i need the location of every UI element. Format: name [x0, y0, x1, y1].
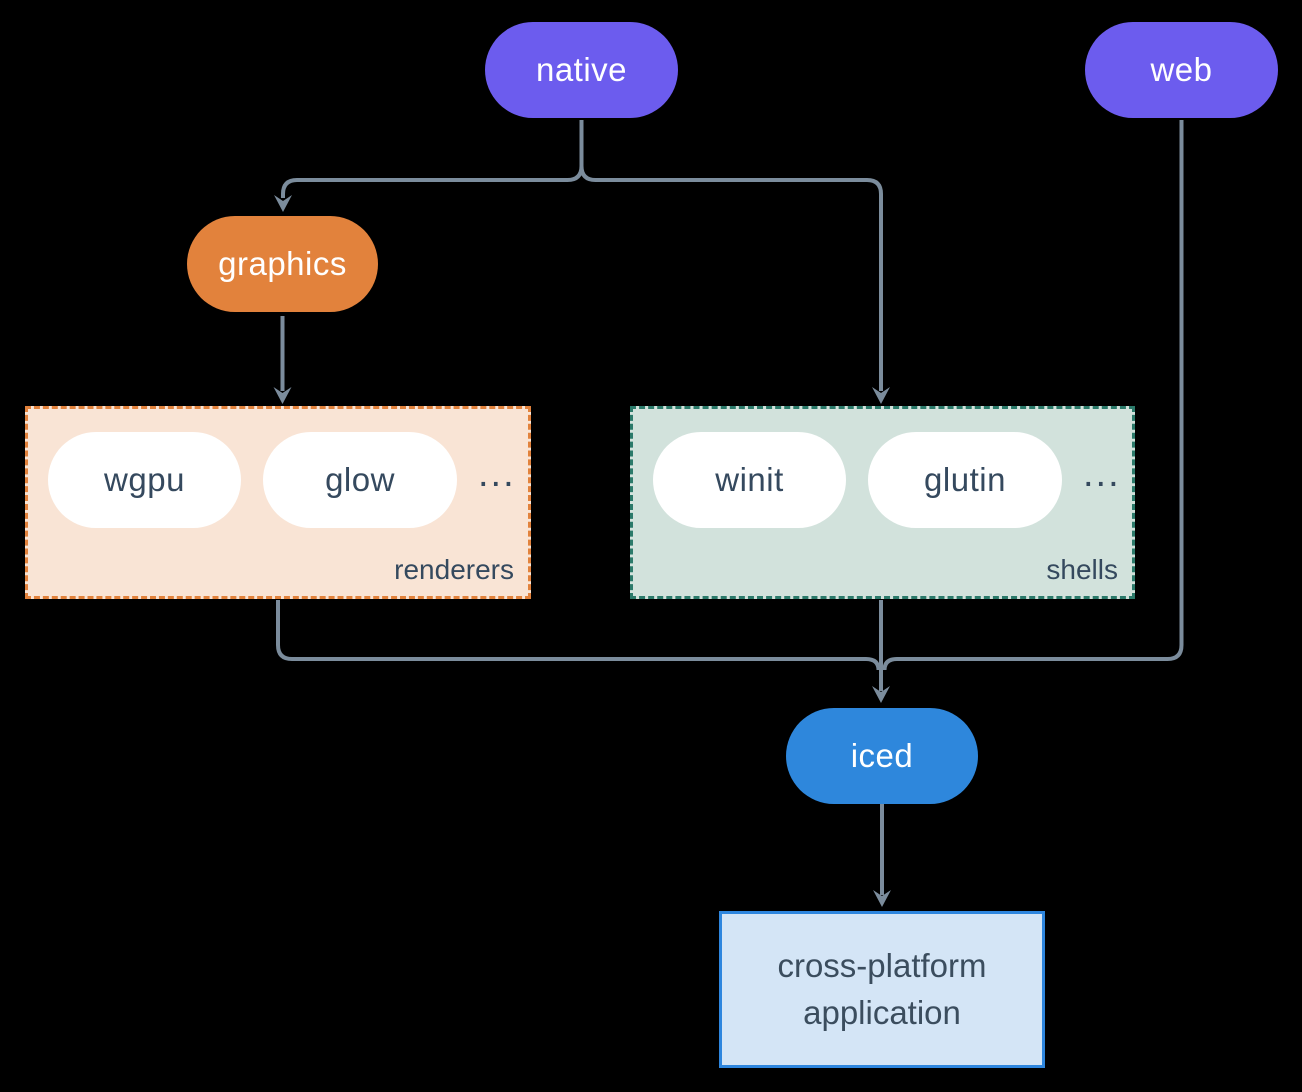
arrowhead-renderers: [273, 387, 292, 404]
group-shells: winit glutin ... shells: [630, 406, 1135, 599]
node-web: web: [1085, 22, 1278, 118]
group-renderers: wgpu glow ... renderers: [25, 406, 531, 599]
shells-group-label: shells: [1046, 554, 1118, 585]
node-native: native: [485, 22, 678, 118]
arrowhead-shells: [872, 387, 890, 404]
node-glutin: glutin: [868, 432, 1062, 528]
node-glow: glow: [263, 432, 457, 528]
node-winit: winit: [653, 432, 846, 528]
arrowhead-iced: [872, 686, 890, 703]
edge-renderers-merge: [276, 600, 881, 671]
edge-native-shells: [579, 165, 883, 391]
node-cross-platform-application: cross-platform application: [719, 911, 1045, 1068]
shells-ellipsis: ...: [1083, 453, 1121, 495]
edge-native-graphics: [281, 120, 584, 198]
renderers-group-label: renderers: [394, 554, 514, 585]
arrowhead-graphics: [274, 195, 292, 212]
edge-web-merge: [882, 120, 1184, 671]
renderers-ellipsis: ...: [478, 453, 516, 495]
node-graphics: graphics: [187, 216, 378, 312]
node-iced: iced: [786, 708, 978, 804]
node-wgpu: wgpu: [48, 432, 241, 528]
arrowhead-application: [873, 890, 891, 907]
application-label-line1: cross-platform: [777, 946, 987, 984]
application-label-line2: application: [803, 993, 961, 1031]
